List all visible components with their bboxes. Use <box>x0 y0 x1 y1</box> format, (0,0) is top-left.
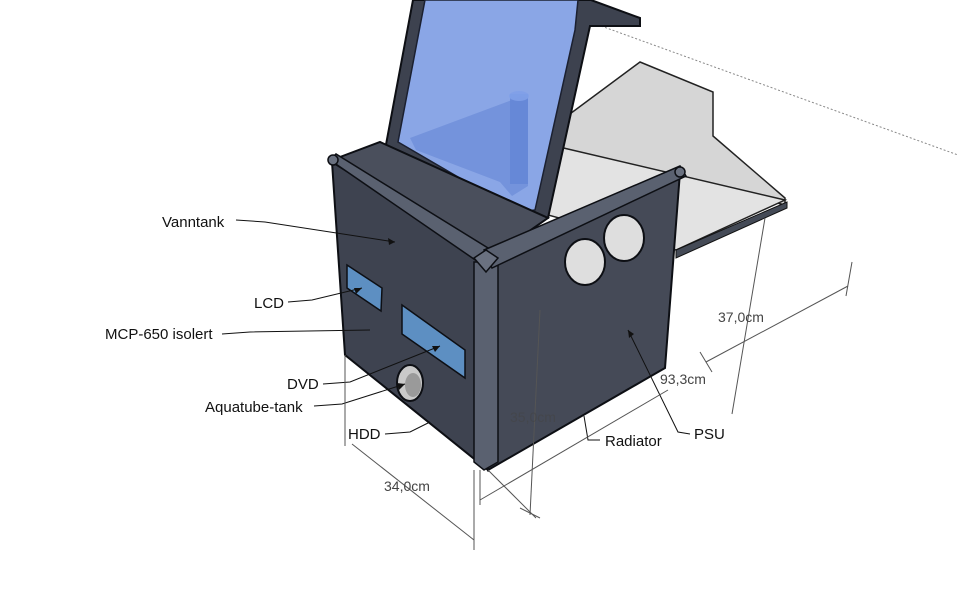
label-vanntank: Vanntank <box>162 214 225 231</box>
leader-mcp <box>221 329 371 335</box>
guide-line <box>589 21 958 156</box>
leader-vanntank <box>235 219 396 243</box>
leader-radiator <box>583 415 600 441</box>
leader-hdd <box>384 421 431 435</box>
corner-cap-left <box>327 154 339 166</box>
label-lcd: LCD <box>254 295 284 312</box>
dimension-lines <box>344 217 853 550</box>
label-psu: PSU <box>694 426 725 443</box>
label-dvd: DVD <box>287 376 319 393</box>
glass-lid <box>383 0 641 228</box>
dim-length-text: 93,3cm <box>660 371 706 387</box>
label-mcp: MCP-650 isolert <box>105 326 213 343</box>
corner-cap-right <box>674 166 686 178</box>
dim-height-text: 35,0cm <box>510 409 556 425</box>
dim-depth-tick1 <box>699 351 713 373</box>
dim-width-line <box>351 443 475 541</box>
dim-length-line <box>479 389 669 501</box>
fan-hole-left <box>564 238 606 286</box>
dim-depth-line <box>705 285 849 363</box>
label-radiator: Radiator <box>605 433 662 450</box>
glass-pipe-top <box>509 91 529 101</box>
leader-lcd <box>287 287 363 303</box>
label-aquatube: Aquatube-tank <box>205 399 303 416</box>
dvd-panel <box>401 303 466 380</box>
leader-psu <box>627 329 691 435</box>
fan-hole-right <box>603 214 645 262</box>
dim-bottom-ext <box>487 469 537 519</box>
arrow-aquatube <box>397 383 405 390</box>
arrow-psu <box>628 330 634 338</box>
leader-aquatube <box>313 383 406 407</box>
dim-depth-text: 37,0cm <box>718 309 764 325</box>
dim-height-vert <box>529 309 541 516</box>
arrow-lcd <box>354 288 362 294</box>
dim-width-text: 34,0cm <box>384 478 430 494</box>
leader-lines <box>221 219 691 441</box>
corner-cap <box>472 249 500 274</box>
dim-depth-tick2 <box>845 261 853 297</box>
label-hdd: HDD <box>348 426 381 443</box>
glass-inner-tube <box>410 96 528 196</box>
aquatube-window-inner <box>405 373 421 397</box>
leader-dvd <box>322 345 441 385</box>
dim-height-tick <box>519 507 541 519</box>
corner-tube-front <box>473 261 499 471</box>
lcd-panel <box>346 263 383 313</box>
arrow-dvd <box>432 346 440 352</box>
glass-pipe <box>510 94 528 184</box>
dim-length-vert <box>731 217 766 415</box>
arrow-vanntank <box>388 238 395 245</box>
tray-edge <box>675 201 788 259</box>
